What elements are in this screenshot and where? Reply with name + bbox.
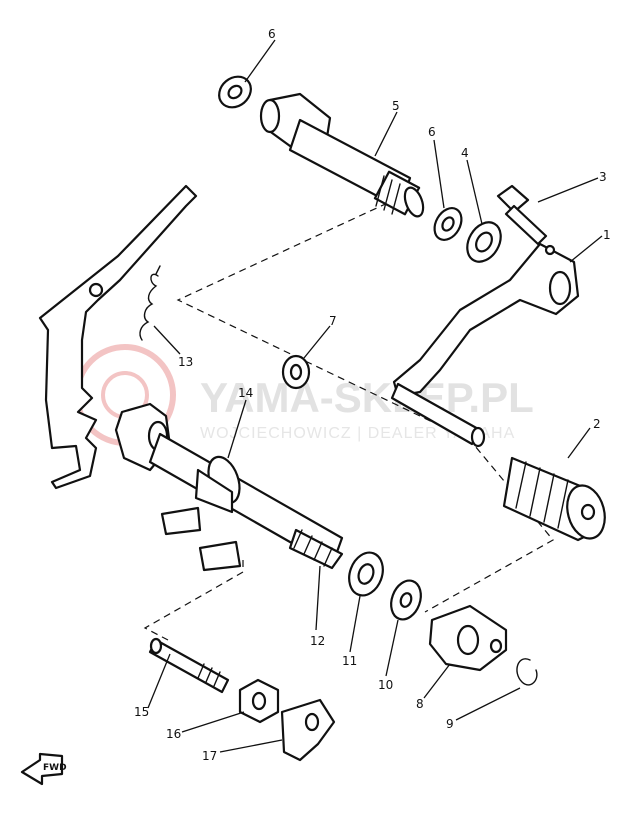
callout-part-14: 14	[238, 386, 253, 400]
part-13-spring	[139, 265, 161, 341]
watermark-subtitle: WOJCIECHOWICZ | DEALER YAMAHA	[200, 425, 515, 442]
part-6-washer-top	[218, 75, 252, 109]
callout-labels: 6 5 6 4 3 1 2 7 13 14 12 11 10 8 9 15 16…	[134, 27, 611, 763]
part-6-washer	[433, 207, 463, 241]
part-4-oil-seal	[466, 221, 502, 263]
callout-part-2: 2	[593, 417, 601, 431]
callout-part-6: 6	[428, 125, 436, 139]
callout-part-4: 4	[461, 146, 469, 160]
part-9-circlip	[516, 658, 538, 686]
callout-part-1: 1	[603, 228, 611, 242]
part-10-washer	[390, 579, 422, 621]
part-7-bushing	[281, 354, 311, 390]
forward-badge-label: FWD	[43, 763, 67, 773]
forward-arrow-icon: FWD	[20, 752, 67, 786]
callout-part-9: 9	[446, 717, 454, 731]
callout-part-7: 7	[329, 314, 337, 328]
part-1-shift-pedal	[390, 242, 580, 448]
callout-part-5: 5	[392, 99, 400, 113]
part-2-pedal-rubber	[502, 456, 606, 542]
part-14-shift-shaft-assembly	[114, 402, 344, 572]
part-8-stopper-lever	[428, 604, 508, 672]
callout-part-11: 11	[342, 654, 357, 668]
callout-part-15: 15	[134, 705, 149, 719]
part-17-lock-washer	[280, 698, 336, 762]
callout-part-6-top: 6	[268, 27, 276, 41]
watermark: YAMA-SKLEP.PL WOJCIECHOWICZ | DEALER YAM…	[74, 344, 534, 446]
callout-part-3: 3	[599, 170, 607, 184]
part-5-shift-shaft	[259, 92, 425, 218]
part-11-oil-seal	[348, 551, 384, 597]
leader-lines	[147, 39, 603, 753]
callout-part-17: 17	[202, 749, 217, 763]
watermark-title: YAMA-SKLEP.PL	[200, 374, 534, 421]
part-16-nut	[238, 678, 280, 724]
shift-guide-plate	[38, 184, 198, 490]
callout-part-8: 8	[416, 697, 424, 711]
part-15-stud-bolt	[148, 637, 230, 694]
callout-part-13: 13	[178, 355, 193, 369]
callout-part-16: 16	[166, 727, 181, 741]
callout-part-10: 10	[378, 678, 393, 692]
part-3-bolt	[496, 184, 548, 246]
callout-part-12: 12	[310, 634, 325, 648]
